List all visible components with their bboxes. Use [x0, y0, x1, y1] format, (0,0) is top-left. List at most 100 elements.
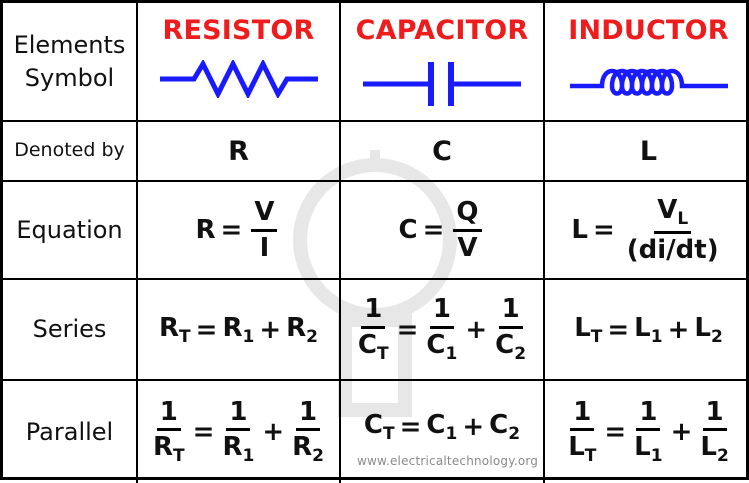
fraction-denominator: V: [457, 232, 478, 263]
term-base: L: [700, 432, 717, 463]
capacitor-eq-fraction: Q V: [453, 198, 482, 263]
term-subscript: 1: [242, 446, 255, 467]
term-subscript: T: [377, 343, 389, 364]
fraction-numerator: VL: [654, 194, 692, 234]
term-subscript: 1: [650, 446, 663, 467]
term-2: L2: [694, 313, 722, 347]
row-label-denoted-by: Denoted by: [3, 122, 138, 182]
capacitor-parallel-formula: CT = C1 + C2: [364, 410, 520, 444]
parallel-resistor: 1 RT = 1 R1 + 1 R2: [138, 381, 341, 483]
plus-sign: +: [259, 314, 282, 345]
fraction-numerator: 1: [226, 398, 251, 432]
row-label-series: Series: [3, 280, 138, 381]
term-subscript: T: [179, 326, 191, 347]
term-subscript: 1: [650, 326, 663, 347]
plus-sign: +: [262, 417, 285, 447]
resistor-parallel-formula: 1 RT = 1 R1 + 1 R2: [146, 398, 331, 466]
capacitor-equation: C = Q V: [399, 198, 486, 262]
plus-sign: +: [667, 314, 690, 345]
denoted-by-label: Denoted by: [14, 139, 125, 162]
capacitor-symbol-letter: C: [432, 135, 452, 167]
fraction-2: 1 L2: [697, 398, 731, 466]
term-base: L: [574, 312, 591, 343]
fraction-denominator: R1: [219, 431, 257, 466]
series-inductor: LT = L1 + L2: [545, 280, 749, 381]
resistor-equation: R = V I: [196, 198, 282, 262]
term-base: R: [286, 312, 307, 343]
equation-resistor: R = V I: [138, 182, 341, 280]
inductor-parallel-formula: 1 LT = 1 L1 + 1 L2: [561, 398, 736, 466]
fraction-denominator: L2: [697, 431, 731, 466]
equals-sign: =: [396, 314, 419, 345]
fraction-2: 1 C2: [492, 295, 529, 363]
term-subscript: 1: [445, 343, 458, 364]
fraction-denominator: I: [259, 232, 270, 263]
resistor-symbol-letter: R: [228, 135, 249, 167]
term-base: L: [568, 432, 585, 463]
plus-sign: +: [670, 417, 693, 447]
denoted-capacitor: C: [341, 122, 545, 182]
equals-sign: =: [192, 417, 215, 447]
fraction-numerator: 1: [156, 398, 181, 432]
fraction-denominator: R2: [289, 431, 327, 466]
inductor-symbol-letter: L: [639, 135, 658, 167]
term-1: C1: [426, 410, 457, 444]
fraction-denominator: L1: [631, 431, 665, 466]
row-label-parallel: Parallel: [3, 381, 138, 483]
fraction-numerator: Q: [453, 198, 482, 232]
fraction-denominator: C2: [492, 329, 529, 364]
equals-sign: =: [399, 412, 422, 442]
capacitor-symbol-icon: [363, 62, 521, 106]
term-subscript: 2: [716, 446, 729, 467]
total-term: CT: [364, 410, 395, 444]
denoted-inductor: L: [545, 122, 749, 182]
term-subscript: 1: [445, 424, 458, 444]
fraction-numerator: 1: [702, 398, 727, 432]
term-base: R: [222, 312, 243, 343]
plus-sign: +: [465, 314, 488, 345]
term-base: L: [634, 432, 651, 463]
fraction-numerator: 1: [296, 398, 321, 432]
parallel-label: Parallel: [25, 417, 114, 446]
fraction-1: 1 L1: [631, 398, 665, 466]
capacitor-title: CAPACITOR: [355, 15, 529, 46]
resistor-symbol-icon: [159, 60, 318, 98]
term-base: R: [292, 432, 313, 463]
fraction-1: 1 R1: [219, 398, 257, 466]
fraction-2: 1 R2: [289, 398, 327, 466]
total-term: RT: [159, 313, 191, 347]
capacitor-eq-lhs: C: [398, 215, 418, 245]
lightbulb-watermark-icon: [293, 150, 457, 417]
parallel-inductor: 1 LT = 1 L1 + 1 L2: [545, 381, 749, 483]
numerator-subscript: L: [677, 208, 689, 229]
term-base: C: [363, 410, 383, 440]
fraction-numerator: 1: [636, 398, 661, 432]
term-subscript: T: [590, 326, 603, 347]
resistor-series-formula: RT = R1 + R2: [159, 313, 318, 347]
numerator-base: V: [657, 194, 678, 225]
header-resistor: RESISTOR: [138, 3, 341, 122]
fraction-denominator: RT: [150, 431, 188, 466]
fraction-numerator: 1: [429, 295, 454, 329]
fraction-numerator: 1: [361, 295, 386, 329]
capacitor-series-formula: 1 CT = 1 C1 + 1 C2: [351, 295, 533, 363]
resistor-eq-lhs: R: [195, 215, 216, 245]
fraction-numerator: 1: [498, 295, 523, 329]
series-capacitor: 1 CT = 1 C1 + 1 C2: [341, 280, 545, 381]
inductor-eq-lhs: L: [571, 215, 588, 245]
equals-sign: =: [592, 215, 615, 245]
term-base: L: [634, 312, 651, 343]
term-subscript: 1: [242, 326, 255, 347]
inductor-series-formula: LT = L1 + L2: [574, 313, 723, 347]
header-inductor: INDUCTOR: [545, 3, 749, 122]
fraction-1: 1 C1: [423, 295, 460, 363]
equals-sign: =: [607, 314, 630, 345]
inductor-equation: L = VL (di/dt): [571, 196, 725, 264]
total-fraction: 1 CT: [355, 295, 392, 363]
term-subscript: 2: [514, 343, 527, 364]
total-fraction: 1 RT: [150, 398, 188, 466]
term-subscript: T: [584, 446, 597, 467]
row-label-equation: Equation: [3, 182, 138, 280]
fraction-denominator: LT: [565, 431, 599, 466]
